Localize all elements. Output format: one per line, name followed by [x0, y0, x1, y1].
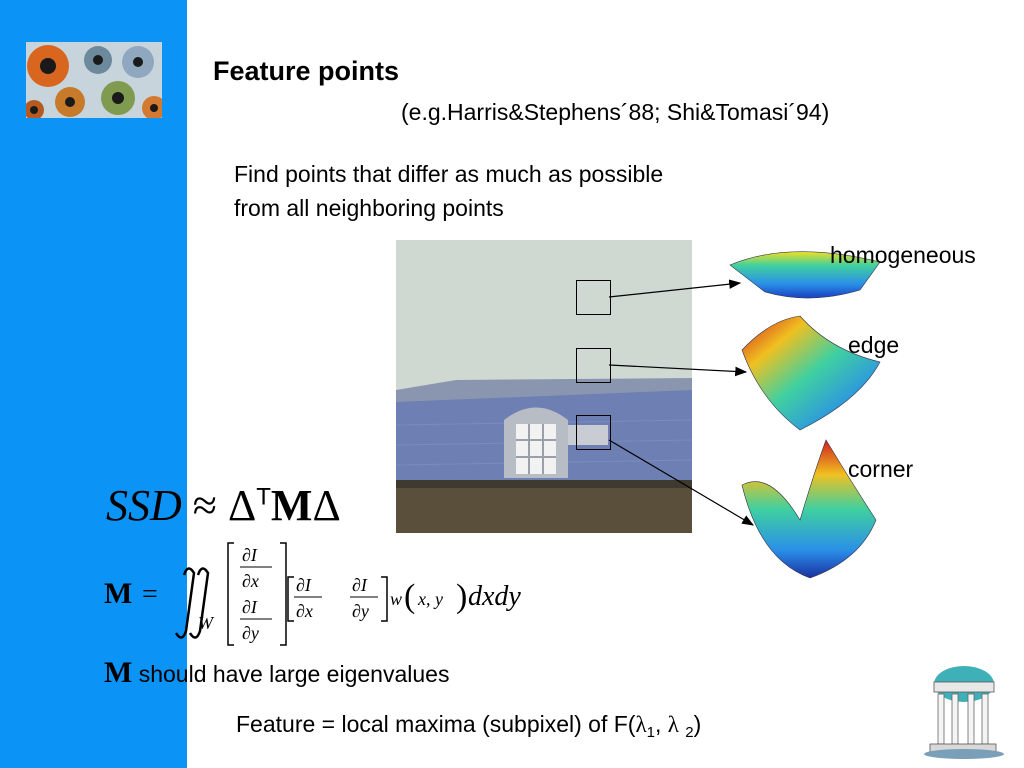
slide-title: Feature points [213, 56, 400, 86]
transpose-symbol: T [256, 483, 271, 511]
eigenvalue-line: M should have large eigenvalues [104, 656, 449, 690]
corner-surface [741, 439, 877, 579]
grad-num: ∂I [242, 597, 258, 617]
comma: , [654, 711, 668, 737]
iris-collage-icon [26, 42, 162, 118]
feature-prefix: Feature = local maxima (subpixel) of F( [236, 711, 636, 737]
grad-dx: ∂x [242, 571, 259, 591]
label-corner: corner [848, 456, 914, 482]
m-lhs: M [104, 577, 132, 610]
slide-subtitle: (e.g.Harris&Stephens´88; Shi&Tomasi´94) [401, 99, 830, 125]
label-edge: edge [848, 332, 900, 358]
eigenvalue-text: should have large eigenvalues [138, 661, 450, 687]
subscript-1: 1 [646, 724, 655, 741]
grad-num: ∂I [296, 575, 312, 595]
m-equation: M = W ∂I ∂x ∂I ∂y ∂I ∂x ∂I ∂y w ( x, y )… [104, 542, 521, 646]
grad-dy: ∂y [352, 601, 369, 621]
lambda-symbol: λ [635, 712, 647, 737]
homogeneous-surface [729, 251, 881, 299]
patch-homogeneous [576, 280, 611, 315]
edge-surface [741, 315, 881, 431]
subscript-2: 2 [685, 724, 694, 741]
close-paren: ) [456, 578, 467, 615]
differential: dxdy [468, 581, 521, 612]
weight-w: w [390, 589, 402, 609]
matrix-symbol: M [270, 481, 313, 530]
intro-text: Find points that differ as much as possi… [234, 157, 663, 225]
weight-args: x, y [417, 589, 443, 609]
left-sidebar [0, 0, 187, 768]
feature-line: Feature = local maxima (subpixel) of F(λ… [236, 711, 701, 741]
approx-symbol: ≈ [192, 481, 217, 530]
m-symbol: M [104, 656, 133, 689]
intro-line: from all neighboring points [234, 195, 504, 221]
university-dome-icon [924, 666, 1004, 759]
grad-dy: ∂y [242, 623, 259, 643]
grad-num: ∂I [242, 545, 258, 565]
patch-corner [576, 415, 611, 450]
ssd-equation: SSD ≈ ΔTMΔ [106, 480, 341, 531]
close-paren: ) [693, 711, 702, 737]
ssd-symbol: SSD [106, 481, 182, 530]
roof-photo [396, 240, 692, 533]
grad-dx: ∂x [296, 601, 313, 621]
delta-symbol: Δ [227, 481, 257, 530]
lambda-symbol: λ [667, 712, 679, 737]
open-paren: ( [404, 578, 415, 615]
grad-num: ∂I [352, 575, 368, 595]
label-homogeneous: homogeneous [830, 242, 976, 268]
region-w: W [198, 613, 215, 633]
delta-symbol: Δ [312, 481, 341, 530]
intro-line: Find points that differ as much as possi… [234, 161, 664, 187]
equals-sign: = [142, 579, 158, 610]
